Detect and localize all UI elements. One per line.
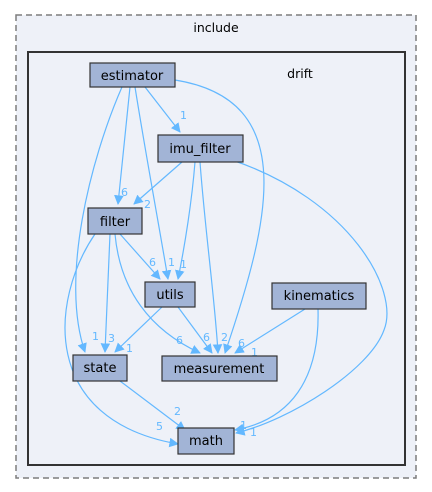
edge-label-estimator-measurement: 1 bbox=[251, 346, 258, 359]
edge-imu-filter-measurement bbox=[199, 161, 223, 354]
node-kinematics[interactable]: kinematics bbox=[271, 282, 367, 310]
node-filter[interactable]: filter bbox=[87, 207, 143, 235]
edge-label-imu-filter-filter: 2 bbox=[144, 198, 151, 211]
edge-filter-utils bbox=[119, 233, 161, 280]
edge-filter-math bbox=[64, 233, 179, 448]
node-measurement-label: measurement bbox=[174, 362, 265, 377]
drift-cluster[interactable]: drift bbox=[27, 51, 406, 466]
edge-estimator-utils bbox=[134, 86, 172, 280]
edge-filter-measurement bbox=[114, 233, 201, 354]
node-estimator[interactable]: estimator bbox=[89, 62, 176, 88]
node-math[interactable]: math bbox=[177, 427, 235, 455]
edge-utils-measurement bbox=[177, 306, 213, 354]
edge-estimator-filter bbox=[114, 86, 131, 205]
node-state[interactable]: state bbox=[72, 354, 128, 382]
edge-label-filter-state: 3 bbox=[108, 332, 115, 345]
edge-label-state-math: 2 bbox=[174, 405, 181, 418]
node-utils-label: utils bbox=[156, 288, 184, 303]
edge-filter-state bbox=[100, 233, 111, 353]
node-imu-filter[interactable]: imu_filter bbox=[157, 134, 244, 163]
node-measurement[interactable]: measurement bbox=[161, 355, 278, 382]
node-imu-filter-label: imu_filter bbox=[169, 142, 231, 157]
edge-kinematics-math bbox=[234, 308, 319, 434]
node-estimator-label: estimator bbox=[101, 69, 164, 84]
edge-utils-state bbox=[114, 306, 163, 353]
edge-label-filter-utils: 6 bbox=[149, 256, 156, 269]
drift-cluster-label: drift bbox=[287, 66, 313, 81]
edge-estimator-imu-filter bbox=[144, 86, 181, 133]
include-cluster-label: include bbox=[193, 20, 239, 35]
edge-estimator-state bbox=[75, 86, 123, 353]
node-math-label: math bbox=[189, 434, 223, 449]
edge-imu-filter-filter bbox=[133, 161, 183, 205]
edge-labels: 1 6 2 6 1 1 1 3 1 6 6 2 6 1 2 5 1 1 bbox=[92, 109, 258, 439]
nodes: estimator imu_filter filter utils kinema… bbox=[72, 62, 367, 455]
node-kinematics-label: kinematics bbox=[284, 289, 355, 304]
edge-label-kinematics-measurement: 6 bbox=[238, 337, 245, 350]
node-state-label: state bbox=[84, 361, 117, 376]
edge-label-imu-filter-measurement: 2 bbox=[221, 331, 228, 344]
edge-imu-filter-math bbox=[231, 159, 388, 436]
edge-kinematics-measurement bbox=[234, 308, 306, 354]
edge-label-filter-math: 5 bbox=[156, 420, 163, 433]
edge-imu-filter-utils bbox=[175, 161, 196, 280]
edge-label-imu-filter-math: 1 bbox=[250, 426, 257, 439]
node-utils[interactable]: utils bbox=[144, 281, 196, 308]
edge-label-filter-measurement: 6 bbox=[176, 334, 183, 347]
edge-label-utils-measurement: 6 bbox=[203, 331, 210, 344]
edge-label-kinematics-math: 1 bbox=[240, 419, 247, 432]
edge-estimator-measurement bbox=[174, 79, 265, 354]
edge-state-math bbox=[119, 380, 186, 431]
edge-label-estimator-filter: 6 bbox=[121, 186, 128, 199]
edges bbox=[64, 79, 388, 448]
edge-label-utils-state: 1 bbox=[126, 342, 133, 355]
edge-label-estimator-imu-filter: 1 bbox=[180, 109, 187, 122]
edge-label-estimator-state: 1 bbox=[92, 330, 99, 343]
edge-label-imu-filter-utils: 1 bbox=[180, 258, 187, 271]
node-filter-label: filter bbox=[100, 215, 131, 230]
edge-label-estimator-utils: 1 bbox=[168, 256, 175, 269]
